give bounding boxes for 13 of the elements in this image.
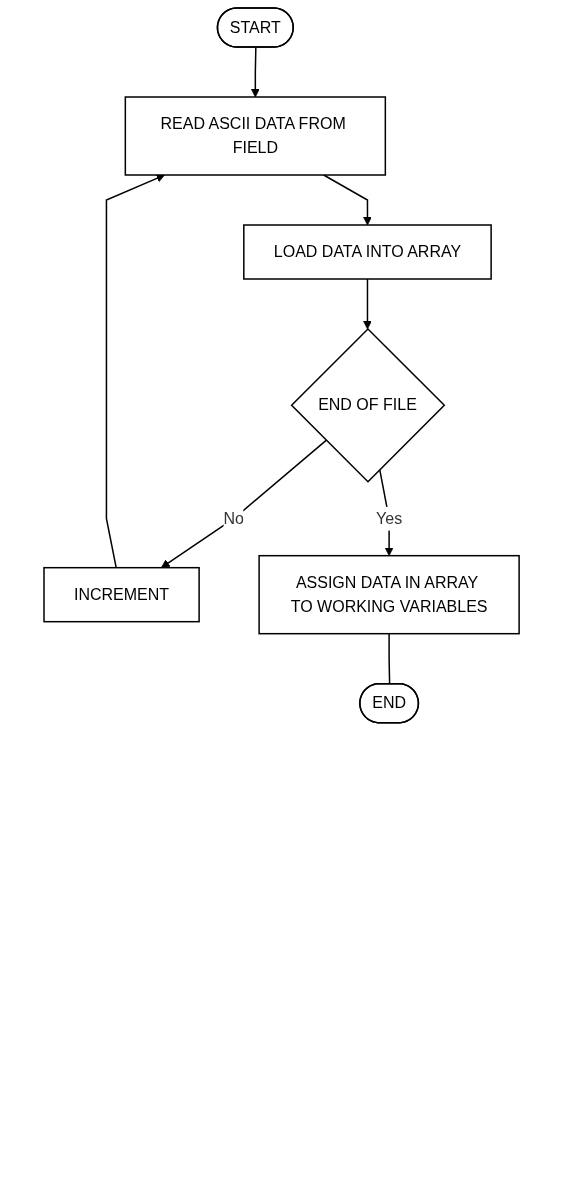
connector (388, 632, 391, 685)
arrow (106, 174, 166, 569)
node-box: LOAD DATA INTO ARRAY (243, 224, 493, 280)
arrow (363, 278, 373, 330)
node-diamond: END OF FILE (291, 327, 446, 483)
edge-label: Yes (376, 509, 403, 527)
edge-label: No (223, 509, 245, 527)
arrow (323, 174, 373, 226)
arrow (251, 46, 261, 98)
node-box: INCREMENT (43, 566, 201, 623)
node-box: ASSIGN DATA IN ARRAY TO WORKING VARIABLES (258, 554, 521, 635)
arrow (161, 439, 328, 569)
node-box: READ ASCII DATA FROM FIELD (125, 96, 387, 176)
